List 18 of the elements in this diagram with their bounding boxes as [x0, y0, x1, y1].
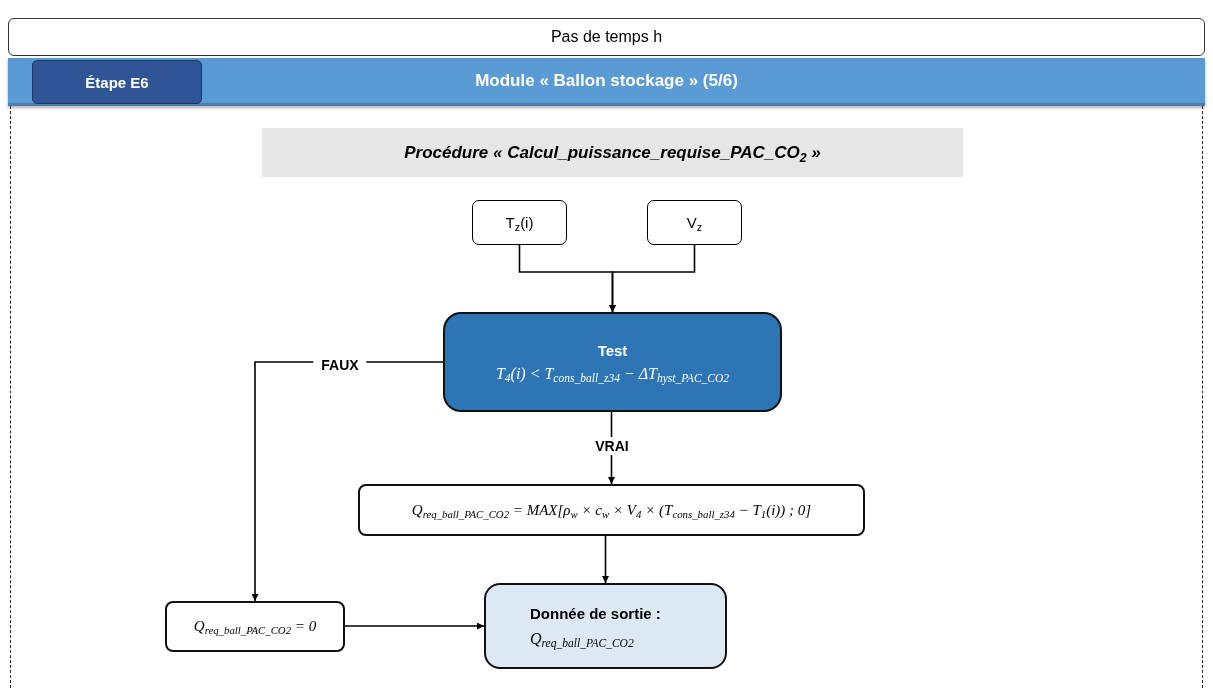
formula-text: Q$_{req_ball_PAC_CO2}$	[530, 629, 634, 648]
output-box	[484, 583, 727, 669]
arrow	[609, 244, 696, 313]
arrow	[344, 622, 485, 630]
input-box: V$_{z}$	[647, 200, 742, 245]
formula-text: T$_{4}$(i) < T$_{cons_ball_z34}$ − ΔT$_{hyst_PAC_CO2}$	[495, 364, 730, 383]
module-band	[8, 58, 1205, 106]
procedure-banner: Procédure « Calcul_puissance_requise_PAC_CO$_{2}$ »	[262, 128, 963, 177]
input-box: T$_{z}$(i)	[472, 200, 567, 245]
arrow	[602, 535, 609, 584]
formula-box: Q$_{req_ball_PAC_CO2}$ = MAX[ρ$_{w}$ × c$_{w}$ × V$_{4}$ × (T$_{cons_ball_z34}$ − T$_{1}$(i)) ; 0]	[358, 484, 865, 536]
box-label: Module « Ballon stockage » (5/6)	[475, 70, 738, 91]
decision-box	[443, 312, 782, 412]
step-box: Étape E6	[32, 60, 202, 104]
formula-box: Q$_{req_ball_PAC_CO2}$ = 0	[165, 601, 345, 652]
header-bar: Pas de temps h	[8, 18, 1205, 56]
box-title: Donnée de sortie :	[530, 604, 661, 622]
box-title: Test	[597, 341, 628, 359]
